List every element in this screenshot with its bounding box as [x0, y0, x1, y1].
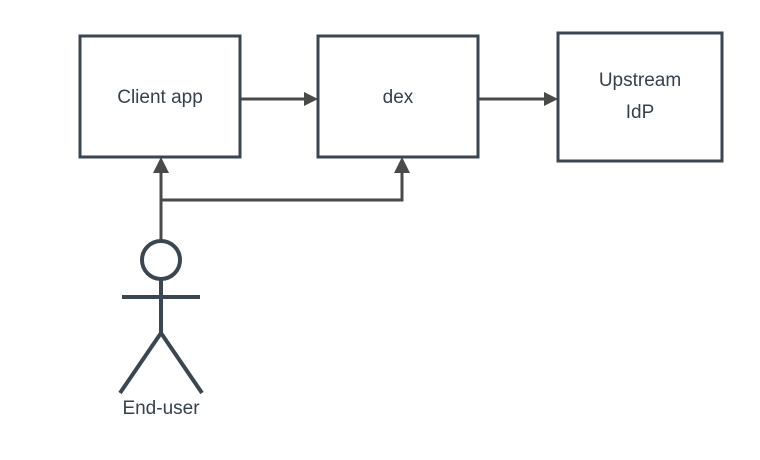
edge-client-app-to-dex: [240, 92, 318, 106]
client-app-label: Client app: [117, 87, 203, 108]
node-upstream-idp[interactable]: Upstream IdP: [556, 31, 724, 163]
upstream-idp-label-line2: IdP: [626, 102, 655, 123]
dex-box[interactable]: [316, 34, 480, 159]
node-dex[interactable]: dex: [316, 34, 480, 159]
upstream-idp-box[interactable]: [556, 31, 724, 163]
actor-end-user[interactable]: End-user: [118, 239, 204, 419]
dex-label: dex: [383, 87, 414, 108]
actor-head-icon: [140, 239, 182, 281]
actor-left-leg-icon: [118, 331, 163, 395]
node-client-app[interactable]: Client app: [78, 34, 242, 159]
actor-end-user-label: End-user: [122, 398, 200, 419]
edge-end-user-to-dex: [161, 157, 410, 202]
edge-dex-to-upstream-idp: [478, 92, 558, 106]
edge-end-user-to-client-app: [153, 157, 169, 241]
actor-right-leg-icon: [159, 331, 204, 395]
upstream-idp-label-line1: Upstream: [599, 70, 681, 91]
client-app-box[interactable]: [78, 34, 242, 159]
